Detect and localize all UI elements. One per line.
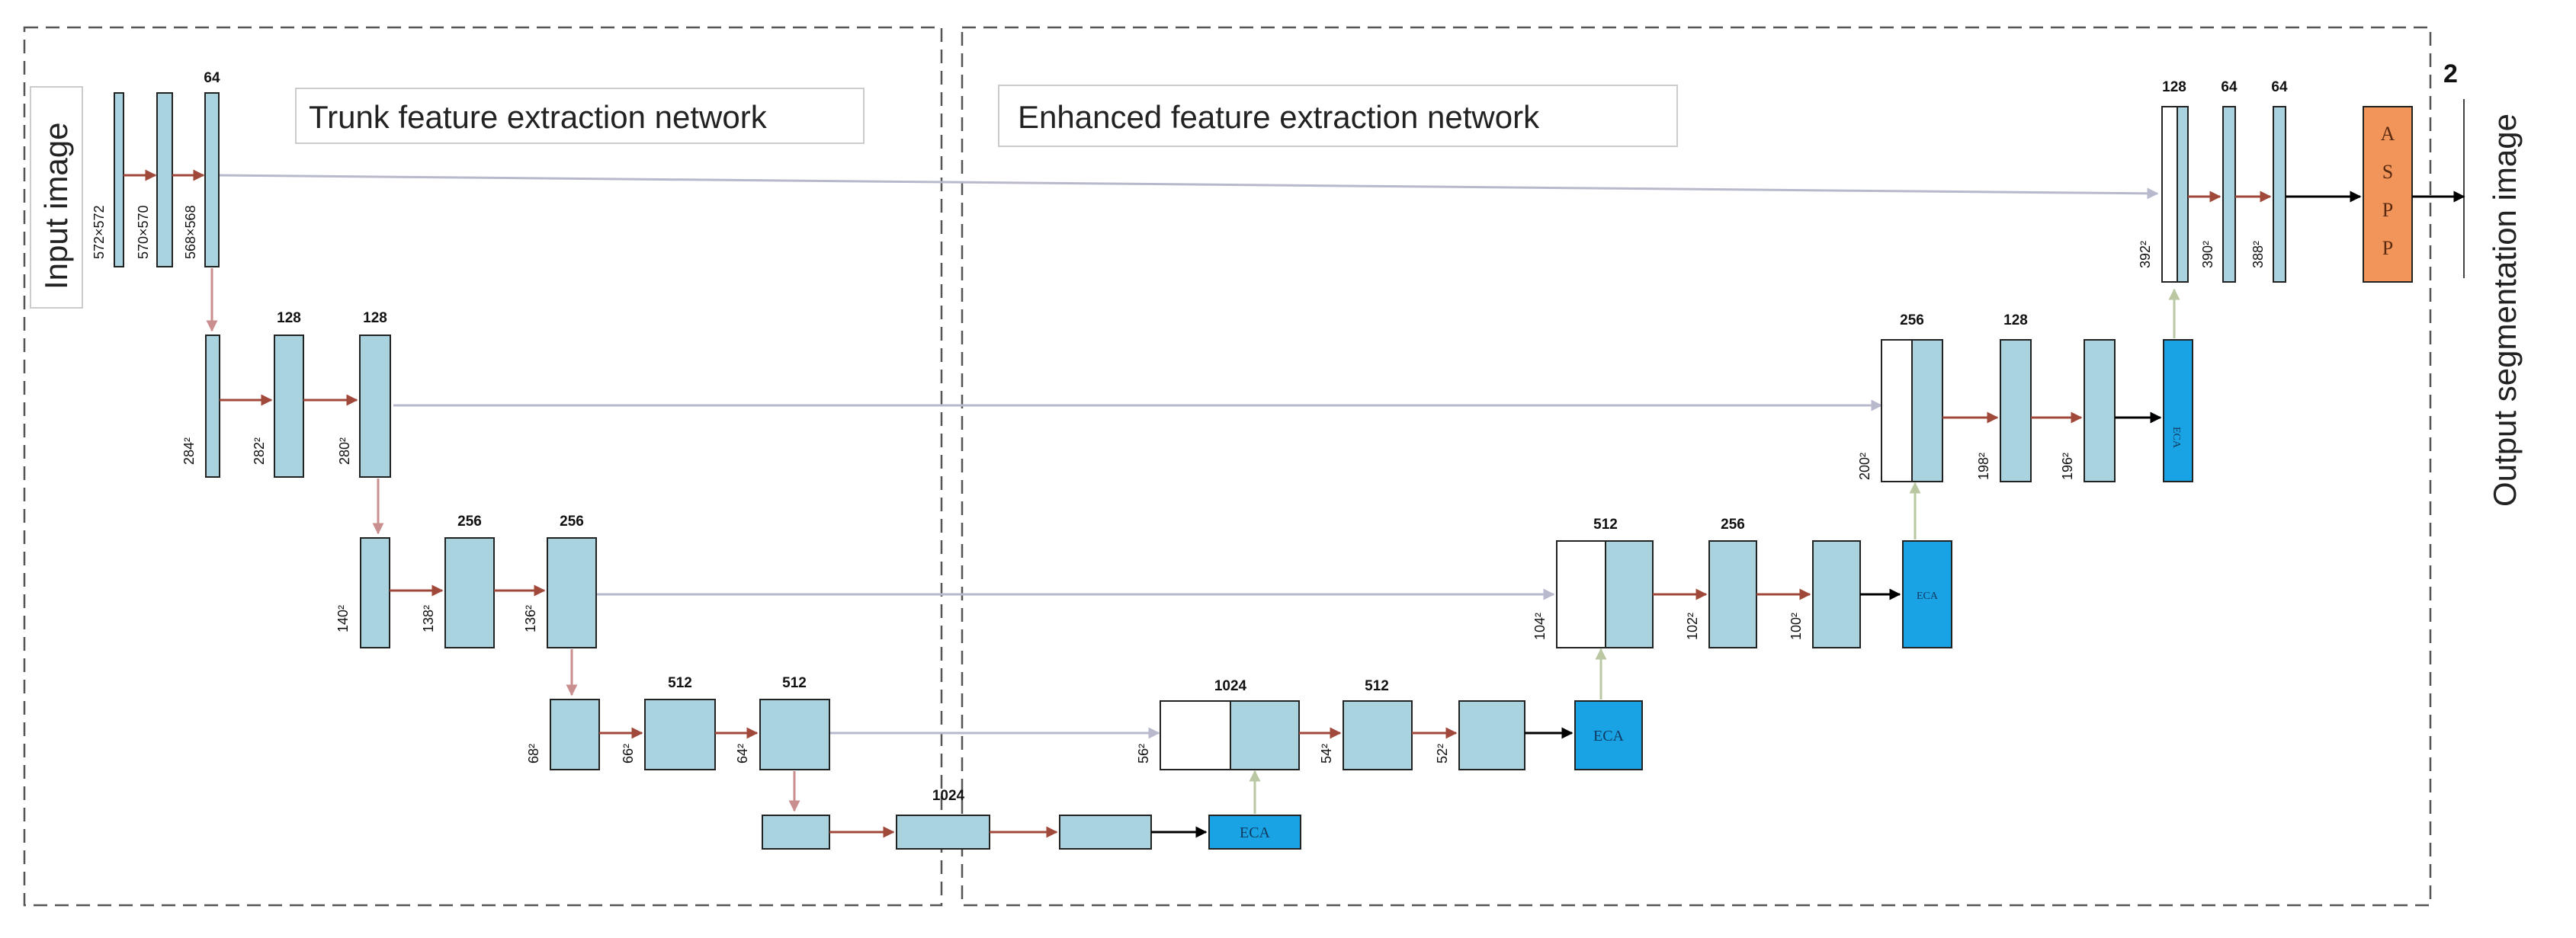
eca-block xyxy=(2163,339,2193,482)
conv-block xyxy=(2177,106,2189,283)
output-channel-count: 2 xyxy=(2443,59,2458,88)
conv-block xyxy=(2273,106,2286,283)
eca-label: ECA xyxy=(1917,591,1939,602)
channel-label: 128 xyxy=(363,310,387,326)
conv-block xyxy=(205,335,220,478)
dim-label: 570×570 xyxy=(136,205,151,259)
aspp-letter: P xyxy=(2382,199,2393,221)
dim-label: 52² xyxy=(1435,744,1450,764)
concat-block xyxy=(2161,106,2178,283)
eca-block xyxy=(1208,815,1301,850)
conv-block xyxy=(2000,339,2032,482)
channel-label: 1024 xyxy=(1214,678,1247,694)
channel-label: 128 xyxy=(277,310,301,326)
channel-label: 64 xyxy=(2221,79,2238,95)
dim-label: 284² xyxy=(181,437,197,465)
aspp-letter: S xyxy=(2382,161,2393,183)
conv-block xyxy=(1812,540,1861,648)
channel-label: 512 xyxy=(1593,517,1618,533)
enhanced-title: Enhanced feature extraction network xyxy=(1018,99,1540,135)
concat-block xyxy=(1556,540,1606,648)
concat-block xyxy=(1160,700,1231,770)
channel-label: 128 xyxy=(2162,79,2186,95)
channel-label: 512 xyxy=(668,675,692,691)
eca-label: ECA xyxy=(1593,728,1625,744)
enhanced-title-box xyxy=(998,85,1678,147)
dim-label: 100² xyxy=(1788,613,1804,640)
conv-block xyxy=(550,699,600,770)
conv-block xyxy=(274,335,304,478)
dim-label: 140² xyxy=(335,605,351,632)
dim-label: 54² xyxy=(1319,744,1334,764)
dim-label: 390² xyxy=(2200,241,2215,268)
channel-label: 256 xyxy=(560,514,584,530)
dim-label: 282² xyxy=(252,437,267,465)
eca-label: ECA xyxy=(1240,824,1271,841)
eca-block xyxy=(1574,700,1643,770)
dim-label: 196² xyxy=(2060,453,2075,480)
input-label: Input image xyxy=(38,123,74,290)
eca-block xyxy=(1902,540,1952,648)
channel-label: 512 xyxy=(782,675,807,691)
dim-label: 138² xyxy=(421,605,436,632)
dim-label: 136² xyxy=(523,605,538,632)
trunk-title: Trunk feature extraction network xyxy=(309,99,768,135)
eca-label: ECA xyxy=(2170,427,2182,449)
trunk-title-box xyxy=(295,88,865,144)
conv-block xyxy=(759,699,830,770)
channel-label: 256 xyxy=(1900,312,1924,328)
conv-block xyxy=(204,92,220,267)
dim-label: 66² xyxy=(621,744,636,764)
trunk-frame xyxy=(23,26,943,907)
conv-block xyxy=(1911,339,1943,482)
dim-label: 198² xyxy=(1976,453,1991,480)
channel-label: 1024 xyxy=(932,788,965,804)
conv-block xyxy=(2084,339,2116,482)
channel-label: 128 xyxy=(2003,312,2028,328)
channel-label: 64 xyxy=(2271,79,2288,95)
enhanced-frame xyxy=(961,26,2432,907)
conv-block xyxy=(1458,700,1525,770)
conv-block xyxy=(896,815,990,850)
conv-block xyxy=(444,537,495,648)
input-label-box xyxy=(30,86,83,309)
conv-block xyxy=(644,699,716,770)
dim-label: 568×568 xyxy=(183,205,198,259)
aspp-letter: P xyxy=(2382,237,2393,259)
dim-label: 68² xyxy=(526,744,541,764)
dim-label: 64² xyxy=(735,744,750,764)
output-label-box xyxy=(2469,29,2537,517)
dim-label: 200² xyxy=(1857,453,1872,480)
output-label: Output segmentation image xyxy=(2487,114,2523,507)
conv-block xyxy=(1708,540,1757,648)
conv-block xyxy=(1230,700,1300,770)
skip-arrow-1 xyxy=(218,174,2159,200)
dim-label: 572×572 xyxy=(91,205,107,259)
channel-label: 256 xyxy=(457,514,482,530)
conv-block xyxy=(359,335,391,478)
aspp-letter: A xyxy=(2381,123,2395,145)
dim-label: 102² xyxy=(1685,613,1700,640)
conv-block xyxy=(1343,700,1413,770)
conv-block xyxy=(2222,106,2236,283)
channel-label: 256 xyxy=(1721,517,1745,533)
dim-label: 392² xyxy=(2138,241,2153,268)
dim-label: 388² xyxy=(2250,241,2266,268)
conv-block xyxy=(114,92,124,267)
concat-block xyxy=(1881,339,1913,482)
conv-block xyxy=(156,92,173,267)
dim-label: 56² xyxy=(1136,744,1151,764)
conv-block xyxy=(1059,815,1152,850)
dim-label: 280² xyxy=(337,437,352,465)
conv-block xyxy=(762,815,830,850)
conv-block xyxy=(547,537,597,648)
dim-label: 104² xyxy=(1532,613,1548,640)
channel-label: 64 xyxy=(204,70,220,86)
conv-block xyxy=(1605,540,1654,648)
channel-label: 512 xyxy=(1365,678,1389,694)
aspp-block xyxy=(2363,106,2413,283)
conv-block xyxy=(360,537,390,648)
